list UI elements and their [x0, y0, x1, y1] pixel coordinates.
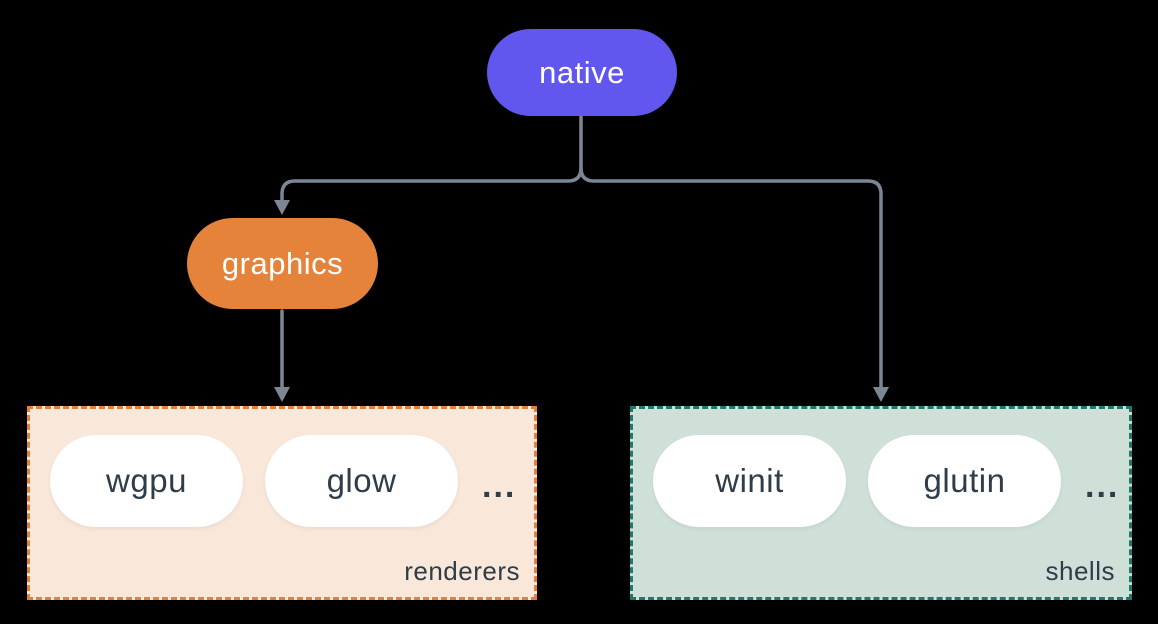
pill-glow-label: glow: [326, 462, 397, 499]
shells-group-label: shells: [1045, 556, 1115, 586]
pill-winit: winit: [653, 435, 846, 527]
renderers-ellipsis: ...: [482, 466, 517, 505]
group-renderers: wgpu glow ... renderers: [27, 406, 537, 600]
edge-native-to-graphics: [280, 114, 583, 204]
shells-pill-row: winit glutin ...: [653, 435, 1119, 527]
pill-glutin-label: glutin: [923, 462, 1006, 499]
arrowhead-shells: [873, 387, 889, 402]
node-graphics-label: graphics: [221, 245, 344, 281]
node-native-label: native: [539, 54, 625, 90]
group-shells: winit glutin ... shells: [630, 406, 1132, 600]
node-graphics: graphics: [187, 218, 378, 309]
shells-ellipsis: ...: [1085, 466, 1120, 505]
pill-wgpu: wgpu: [50, 435, 243, 527]
renderers-pill-row: wgpu glow ...: [50, 435, 516, 527]
pill-glow: glow: [265, 435, 458, 527]
renderers-group-label: renderers: [404, 556, 520, 586]
arrowhead-graphics: [274, 200, 290, 215]
edge-native-to-shells: [579, 166, 883, 391]
pill-winit-label: winit: [715, 462, 784, 499]
pill-glutin: glutin: [868, 435, 1061, 527]
arrowhead-renderers: [274, 387, 290, 402]
pill-wgpu-label: wgpu: [106, 462, 187, 499]
node-native: native: [487, 29, 677, 116]
